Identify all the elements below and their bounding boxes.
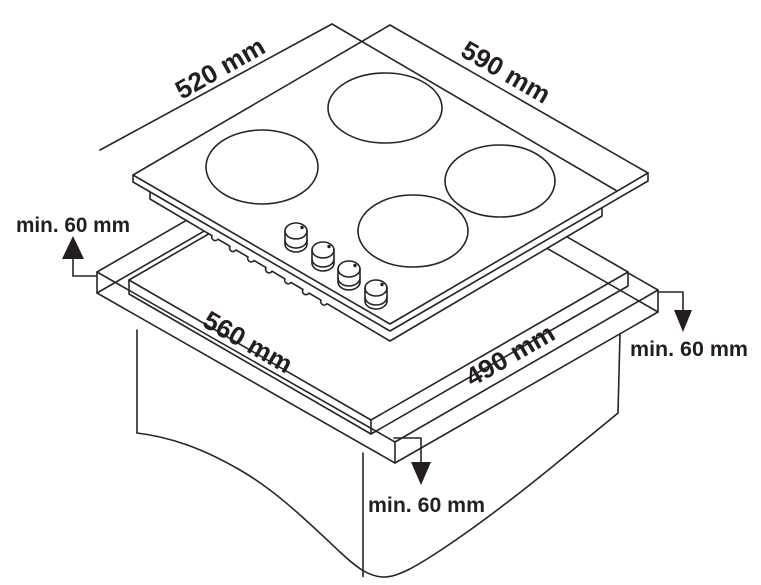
cabinet-right-edge [617,333,621,414]
clearance-right-callout: min. 60 mm [630,291,748,361]
arrow-down-icon [411,462,431,485]
hob [132,24,649,342]
hob-glass-thickness [132,172,649,332]
hob-glass-top [132,24,649,325]
cabinet-wavy-bottom [136,412,619,578]
dim-line-590 [331,23,618,192]
burner-front [357,194,469,268]
hob-silhouette [133,25,648,341]
knob-3 [337,260,361,291]
label-clearance-right: min. 60 mm [630,337,748,361]
label-clearance-bottom: min. 60 mm [368,493,485,517]
knob-2 [311,241,335,272]
cabinet-outline [136,329,621,578]
dim-line-520 [99,23,333,151]
leader-bottom [393,437,422,463]
knob-4 [364,279,388,310]
label-hob-depth: 520 mm [170,31,270,105]
clearance-bottom-callout: min. 60 mm [368,437,485,517]
knob-1 [284,222,308,253]
label-clearance-left: min. 60 mm [16,213,130,237]
burner-right [444,144,556,218]
clearance-left-callout: min. 60 mm [16,213,130,277]
burner-left [205,129,319,205]
arrow-up-icon [62,236,84,259]
control-knobs [284,222,388,310]
burner-back [327,72,443,144]
hob-body-clips-edge [149,191,603,342]
leader-left [72,258,97,277]
leader-right [657,291,684,312]
arrow-down-icon [674,310,692,332]
